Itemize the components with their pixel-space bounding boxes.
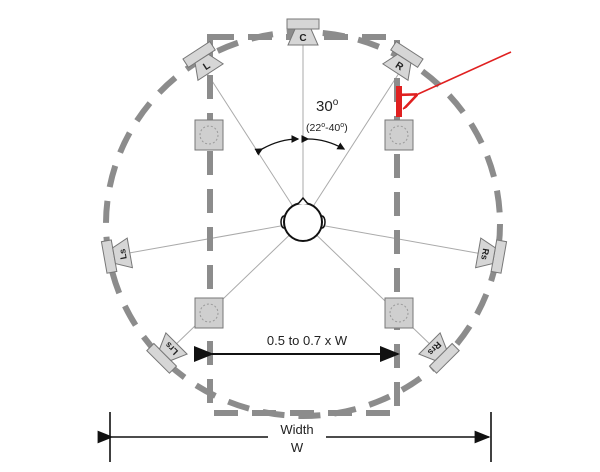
angle-arrows [254,135,346,156]
annotation-arrow [416,51,512,95]
subwoofer-front-right [384,119,414,151]
speaker-c: C [286,18,320,46]
angle-label: 30o [316,97,339,115]
speaker-label: Rs [479,248,491,261]
inner-width-label: 0.5 to 0.7 x W [267,333,348,348]
speaker-label: C [299,33,306,44]
subwoofer-rear-right [384,297,414,329]
angle-range-label: (22o-40o) [306,122,348,134]
width-dimension [97,412,492,462]
speaker-label: L [201,60,212,73]
speaker-ls: Ls [100,237,134,274]
speaker-rrs: Rrs [418,332,460,374]
width-label: Width [280,422,313,437]
speaker-lrs: Lrs [146,332,188,374]
speaker-l: L [182,40,225,82]
subwoofer-front-left [194,119,224,151]
speaker-label: Ls [117,248,129,260]
subwoofer-rear-left [194,297,224,329]
listening-lines [117,40,489,351]
listener-head-icon [280,196,326,242]
subwoofers [194,119,414,329]
speaker-r: R [381,40,424,82]
width-symbol: W [291,440,304,455]
speaker-rs: Rs [474,237,508,274]
